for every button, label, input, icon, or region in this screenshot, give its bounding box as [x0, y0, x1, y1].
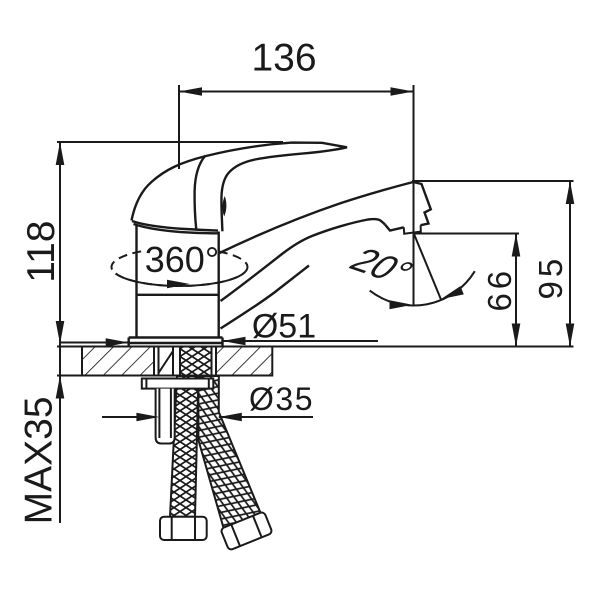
svg-text:136: 136	[251, 36, 316, 79]
svg-text:95: 95	[532, 255, 569, 300]
svg-text:MAX35: MAX35	[18, 396, 61, 524]
svg-text:360°: 360°	[145, 239, 219, 280]
svg-text:118: 118	[20, 221, 63, 283]
svg-text:66: 66	[481, 267, 518, 312]
svg-text:Ø35: Ø35	[249, 381, 314, 417]
svg-text:Ø51: Ø51	[252, 308, 316, 346]
